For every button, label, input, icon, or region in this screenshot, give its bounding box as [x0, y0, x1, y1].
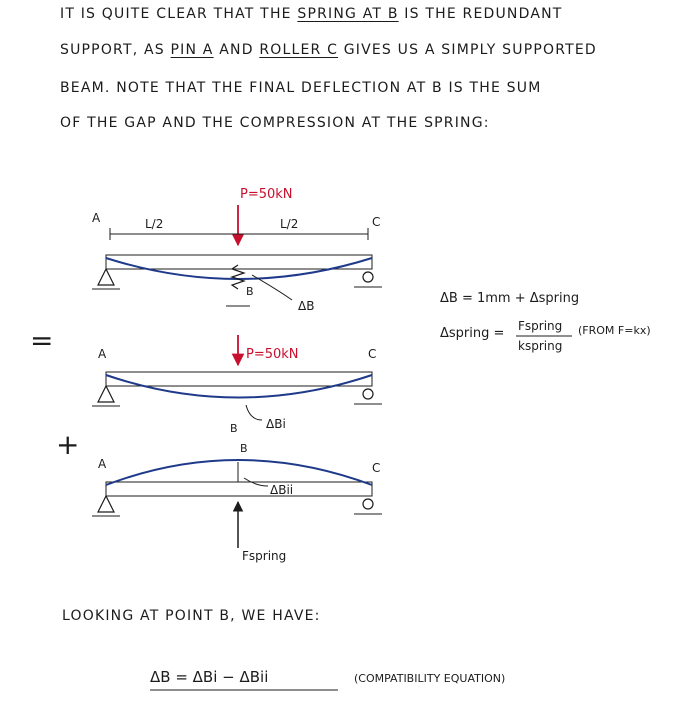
- label-a-1: A: [92, 211, 101, 225]
- delta-bi-label: ΔBi: [266, 417, 286, 431]
- equation-note: (FROM F=kx): [578, 324, 651, 337]
- equation-fraction-denominator: kspring: [518, 339, 562, 353]
- pin-support-a-2: [97, 384, 115, 403]
- diagram-2: P=50kN A C B ΔBi: [92, 335, 382, 435]
- label-a-3: A: [98, 457, 107, 471]
- beam-3: [105, 481, 373, 497]
- spring-b-1: [230, 264, 246, 290]
- intro-text: IS THE REDUNDANT: [398, 6, 563, 22]
- roller-support-c-3: [362, 498, 374, 510]
- beam-1: [105, 254, 373, 270]
- side-equations: ΔB = 1mm + Δspring Δspring = Fspring ksp…: [440, 291, 651, 353]
- intro-line-1: IT IS QUITE CLEAR THAT THE SPRING AT B I…: [60, 6, 563, 22]
- intro-line-4: OF THE GAP AND THE COMPRESSION AT THE SP…: [60, 115, 490, 131]
- compatibility-equation: ΔB = ΔBi − ΔBii: [150, 668, 268, 686]
- deflected-shape-3: [105, 459, 373, 486]
- load-label-2: P=50kN: [246, 347, 299, 362]
- intro-text: GIVES US A SIMPLY SUPPORTED: [338, 42, 597, 58]
- equation-delta-b: ΔB = 1mm + Δspring: [440, 291, 579, 306]
- equals-sign: =: [30, 324, 53, 357]
- label-b-1: B: [246, 285, 254, 298]
- delta-b-label: ΔB: [298, 299, 314, 313]
- label-c-3: C: [372, 461, 380, 475]
- looking-at-b-text: LOOKING AT POINT B, WE HAVE:: [62, 608, 321, 624]
- label-c-1: C: [372, 215, 380, 229]
- span-left-label: L/2: [145, 217, 163, 231]
- compatibility-label: (COMPATIBILITY EQUATION): [354, 672, 505, 685]
- diagram-1: P=50kN A L/2 L/2 C B ΔB: [92, 187, 382, 313]
- delta-leader-1: [251, 274, 293, 301]
- underlined-pin-a: PIN A: [170, 42, 214, 58]
- delta-bii-label: ΔBii: [270, 483, 293, 497]
- underlined-roller-c: ROLLER C: [259, 42, 339, 58]
- intro-line-3: BEAM. NOTE THAT THE FINAL DEFLECTION AT …: [60, 80, 542, 96]
- label-c-2: C: [368, 347, 376, 361]
- deflected-shape-2: [105, 374, 373, 399]
- plus-sign: +: [56, 428, 79, 461]
- delta-leader-2: [245, 404, 263, 421]
- pin-support-a-3: [97, 494, 115, 513]
- equation-delta-spring-lhs: Δspring =: [440, 326, 504, 341]
- span-right-label: L/2: [280, 217, 298, 231]
- roller-support-c-2: [362, 388, 374, 400]
- label-b-3: B: [240, 442, 248, 455]
- intro-text: IT IS QUITE CLEAR THAT THE: [60, 6, 298, 22]
- underlined-spring-at-b: SPRING AT B: [297, 6, 399, 22]
- spring-force-label: Fspring: [242, 549, 286, 563]
- label-a-2: A: [98, 347, 107, 361]
- beam-2: [105, 371, 373, 387]
- intro-text: SUPPORT, AS: [60, 42, 171, 58]
- intro-text: AND: [213, 42, 260, 58]
- load-label-1: P=50kN: [240, 187, 293, 202]
- label-b-2: B: [230, 422, 238, 435]
- intro-line-2: SUPPORT, AS PIN A AND ROLLER C GIVES US …: [60, 42, 597, 58]
- delta-leader-3: [243, 477, 269, 487]
- pin-support-a-1: [97, 267, 115, 286]
- roller-support-c-1: [362, 271, 374, 283]
- equation-fraction-numerator: Fspring: [518, 319, 562, 333]
- diagram-3: B A C ΔBii Fspring: [92, 442, 382, 563]
